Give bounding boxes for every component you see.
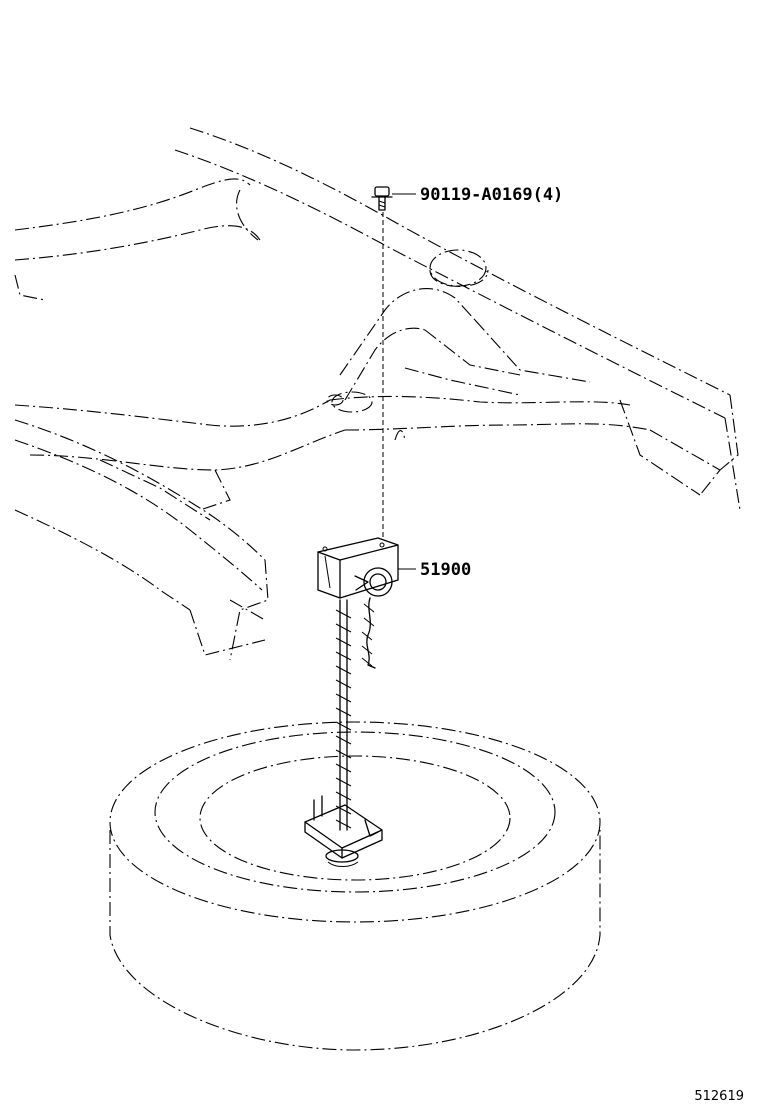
bolt: [371, 186, 393, 211]
vehicle-frame: [14, 127, 741, 661]
bolt-part-number: 90119-A0169(4): [420, 185, 563, 205]
illustration-id: 512619: [694, 1089, 744, 1104]
spare-tire-hanger: [304, 537, 399, 867]
spare-tire: [109, 721, 601, 1051]
hanger-part-number: 51900: [420, 560, 471, 580]
